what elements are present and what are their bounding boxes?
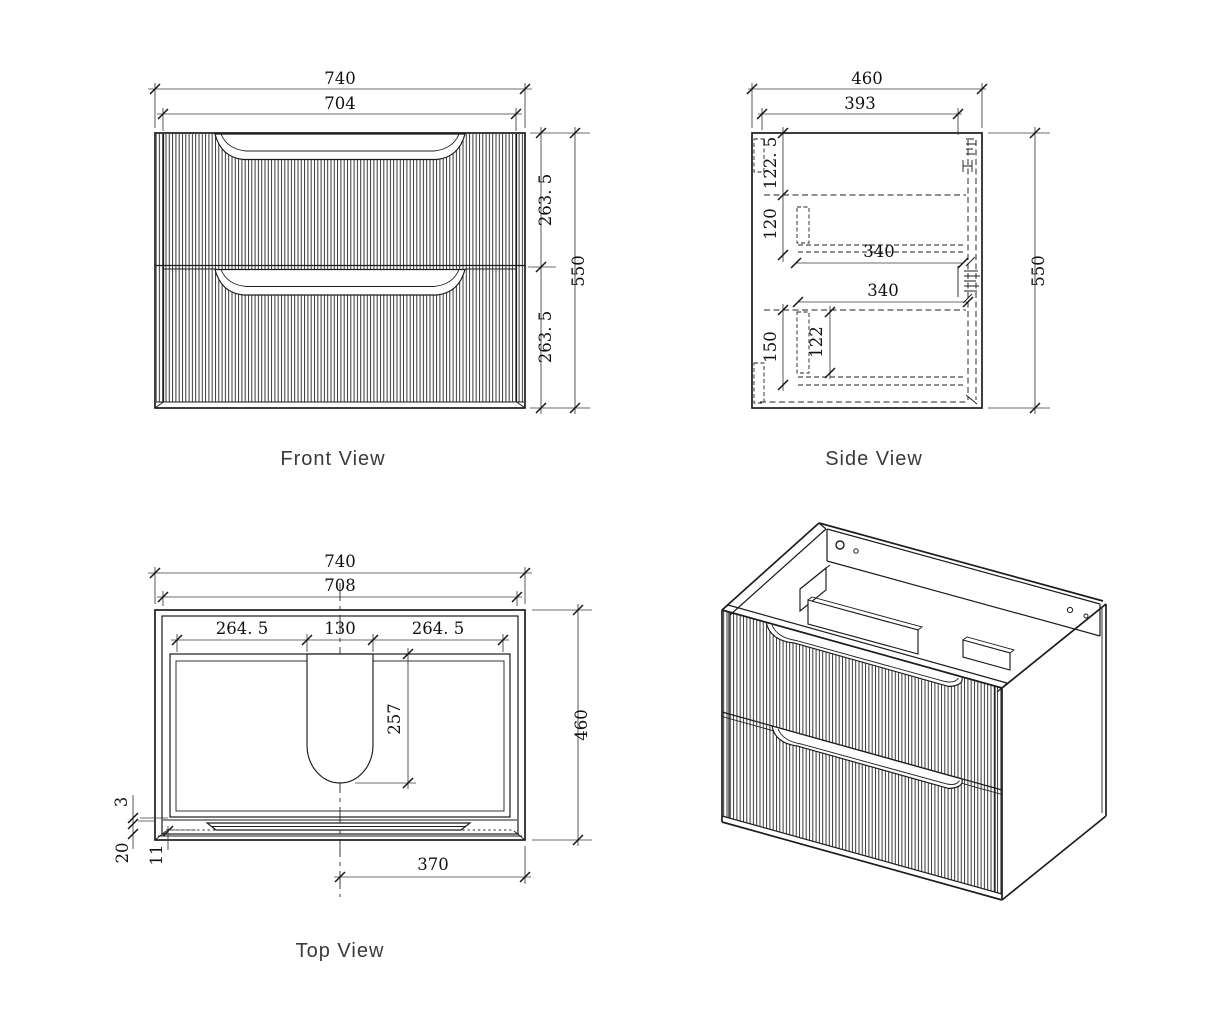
- side-cabinet-body: [751, 132, 983, 409]
- top-cabinet-body: [154, 609, 526, 841]
- top-dim-edge-inset: 11: [147, 845, 166, 866]
- side-drawer1-slide-hidden: [796, 206, 810, 244]
- front-view-label: Front View: [280, 448, 385, 470]
- front-view: 740 704 263. 5 263. 5 550 Front View: [148, 69, 590, 470]
- side-dim-inner-depth: 393: [844, 94, 876, 113]
- side-dim-top-offset: 122. 5: [761, 137, 780, 189]
- side-dimensions: 460 393 122. 5 120 340 340 150 122 550: [746, 69, 1050, 414]
- iso-screw-holes: [835, 540, 1089, 619]
- side-mount-hardware-mid: [957, 256, 980, 405]
- top-dim-inner-width: 708: [324, 576, 356, 595]
- front-dim-inner-width: 704: [324, 94, 356, 113]
- isometric-view: [721, 522, 1107, 901]
- iso-drawer2-handle-recess: [771, 725, 963, 790]
- front-dimensions: 740 704 263. 5 263. 5 550: [148, 69, 590, 414]
- top-dim-cutout-depth: 257: [385, 703, 404, 735]
- front-dim-lower-drawer: 263. 5: [536, 311, 555, 363]
- top-dimensions: 740 708 264. 5 130 264. 5 257 460 3 20 1…: [112, 552, 592, 884]
- side-view: 460 393 122. 5 120 340 340 150 122 550 S…: [746, 69, 1050, 470]
- top-dim-depth: 460: [572, 709, 591, 741]
- top-view: 740 708 264. 5 130 264. 5 257 460 3 20 1…: [112, 552, 592, 962]
- top-dim-cutout-to-right: 264. 5: [412, 619, 464, 638]
- side-dim-depth: 460: [851, 69, 883, 88]
- top-dim-left-to-cutout: 264. 5: [216, 619, 268, 638]
- front-cabinet-body: [154, 132, 526, 409]
- top-dim-front-edge: 20: [113, 843, 132, 864]
- top-dim-front-gap: 3: [112, 797, 131, 808]
- side-view-label: Side View: [825, 448, 923, 470]
- side-dim-runner1: 340: [863, 242, 895, 261]
- side-mount-hardware-top: [962, 138, 976, 172]
- side-dim-lower-inner: 150: [761, 331, 780, 363]
- top-dim-cutout-offset: 370: [417, 855, 449, 874]
- front-dim-height: 550: [569, 255, 588, 287]
- front-drawer2-handle-recess: [214, 268, 466, 296]
- side-dim-runner2: 340: [867, 281, 899, 300]
- top-dim-cutout-width: 130: [324, 619, 356, 638]
- iso-drawer1-handle-recess: [765, 621, 963, 688]
- side-drawer2-slide-hidden: [796, 311, 810, 374]
- front-drawer1-handle-recess: [214, 133, 466, 161]
- side-dim-slide-height: 122: [807, 326, 826, 358]
- top-plumbing-cutout: [306, 653, 374, 784]
- front-dim-overall-width: 740: [324, 69, 356, 88]
- top-view-label: Top View: [296, 940, 385, 962]
- side-dim-height: 550: [1029, 255, 1048, 287]
- top-dim-overall-width: 740: [324, 552, 356, 571]
- side-cabinet-outline: [751, 132, 983, 409]
- top-outline: [154, 609, 526, 841]
- side-dim-upper-inner: 120: [761, 208, 780, 240]
- front-cabinet-outline: [154, 132, 526, 409]
- front-dim-upper-drawer: 263. 5: [536, 174, 555, 226]
- iso-interior-dividers: [799, 564, 1016, 671]
